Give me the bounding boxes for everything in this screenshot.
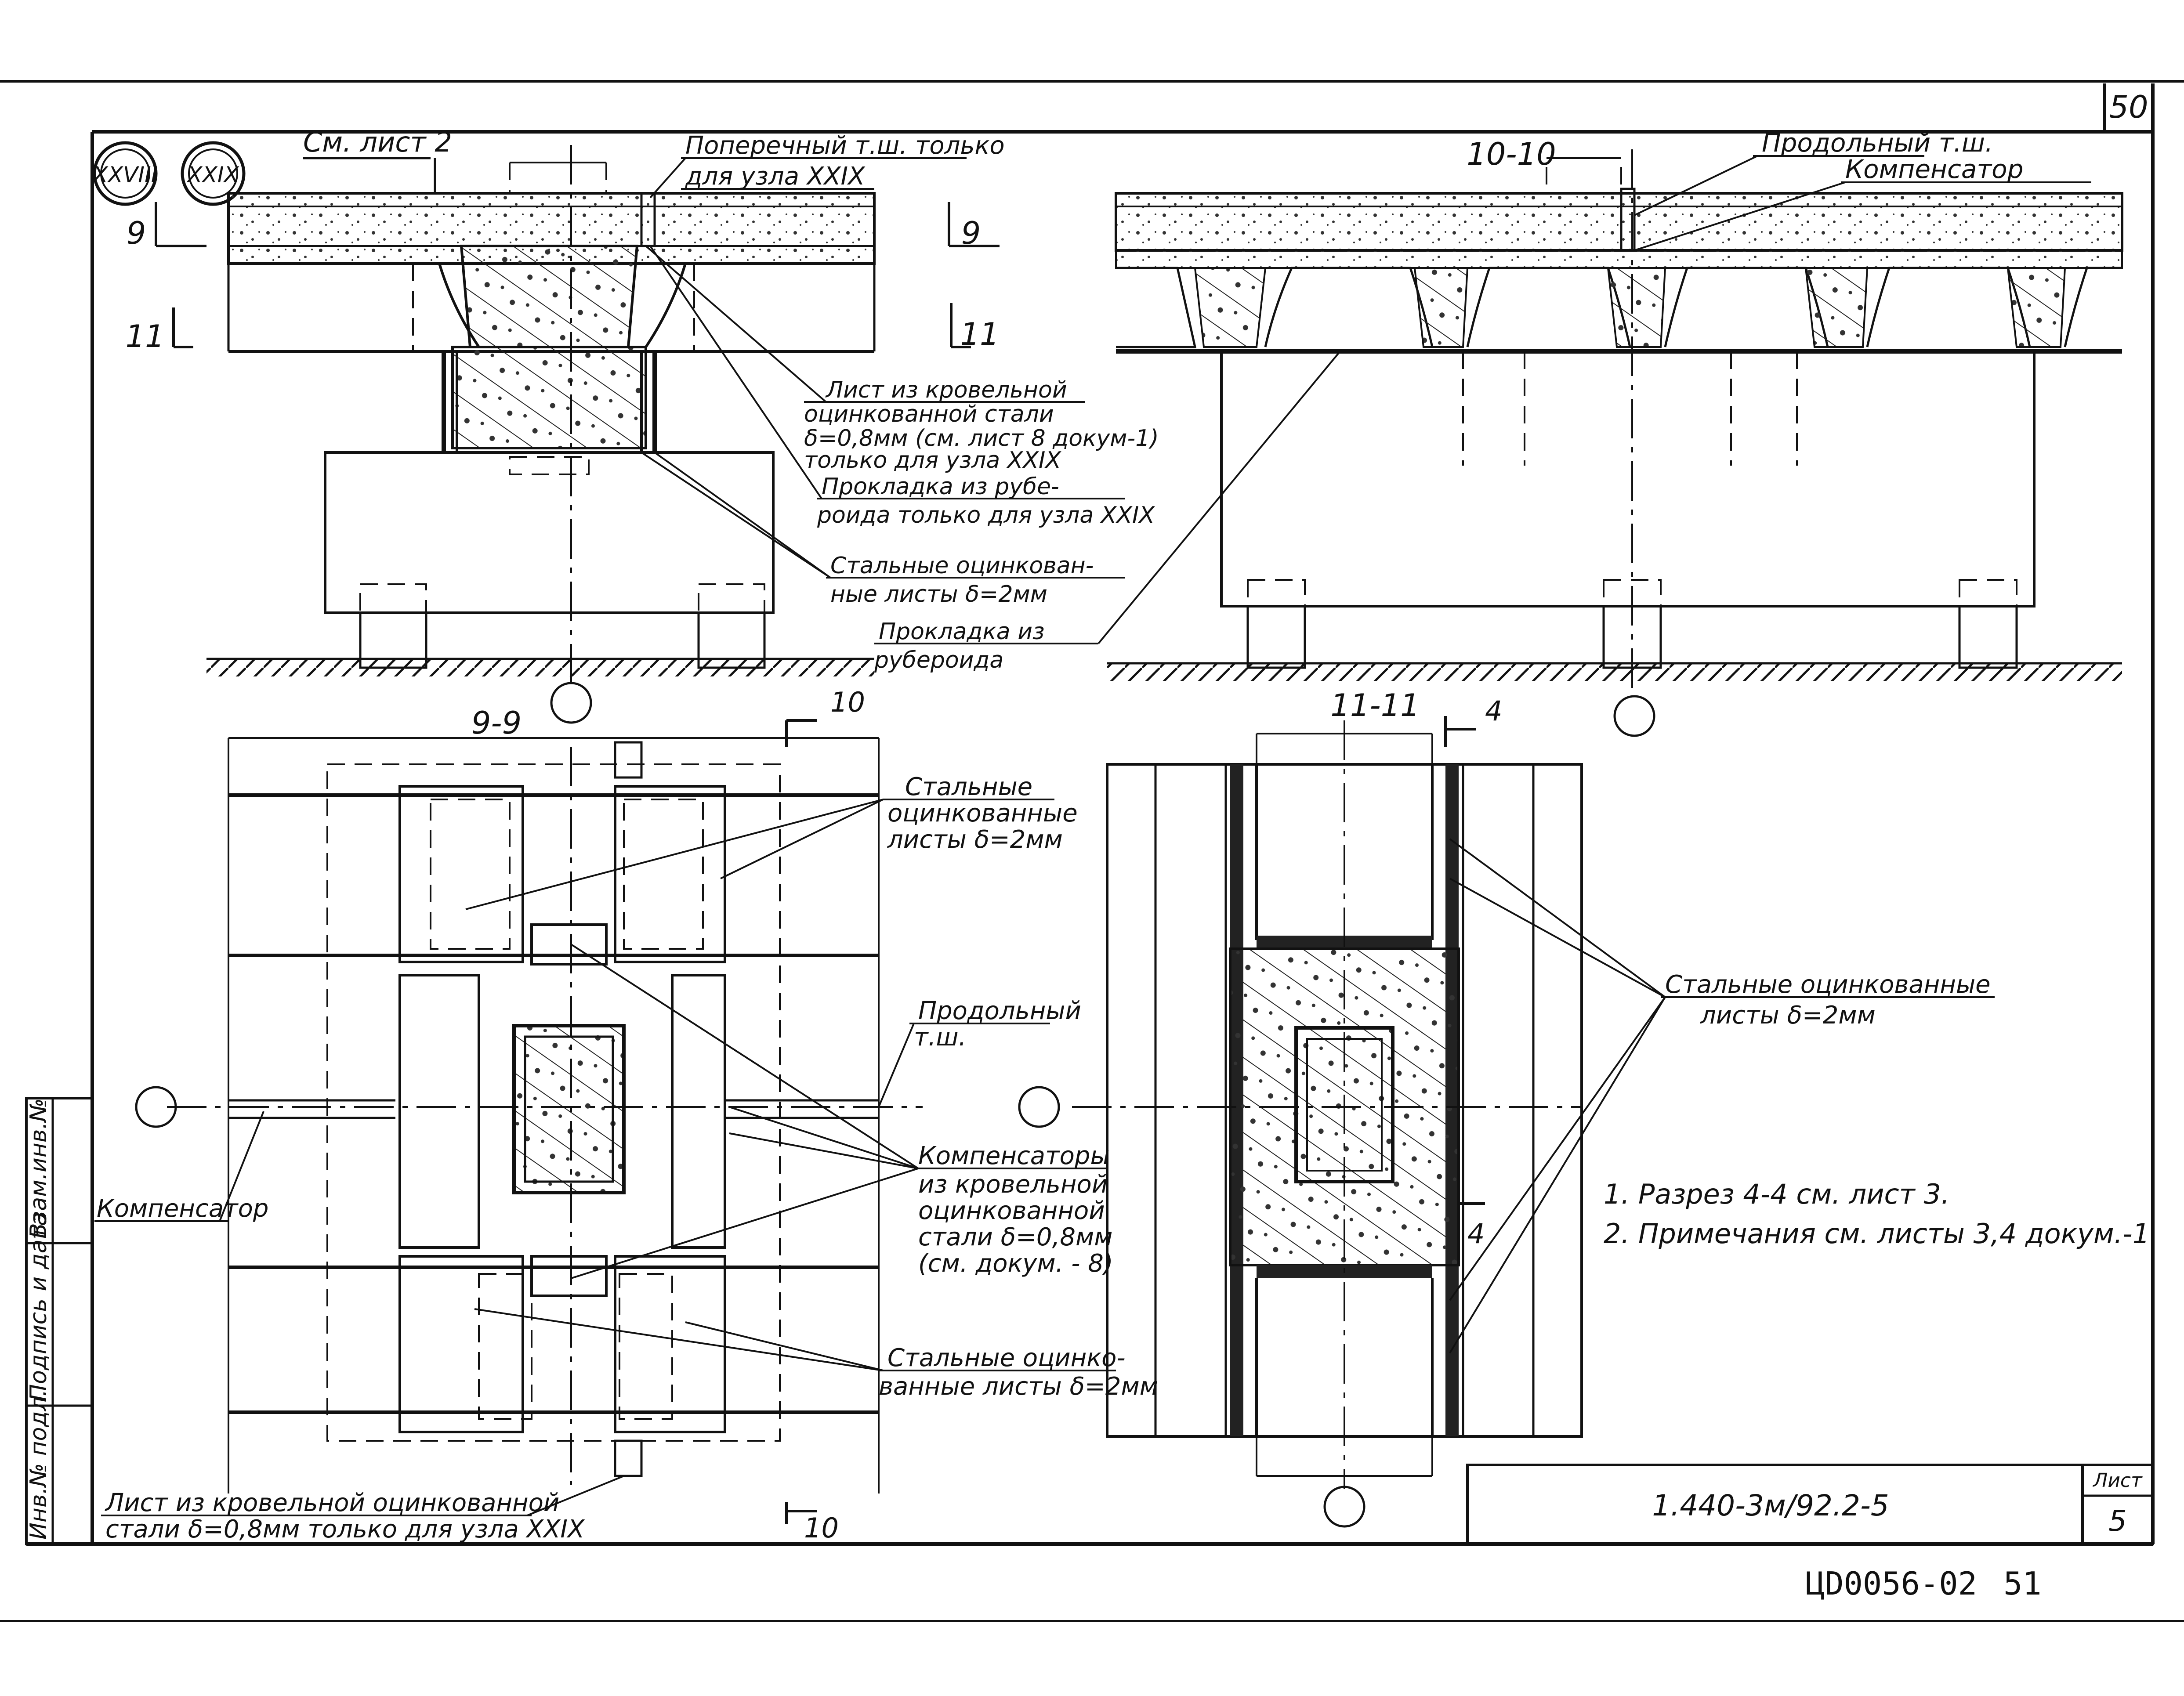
page-number: 50 [2109,89,2148,125]
label-roof-steel-1: Лист из кровельной [825,377,1067,403]
label-comp-1: Компенсаторы [918,1142,1110,1170]
doc-code: 1.440-3м/92.2-5 [1652,1489,1889,1522]
label-steel-b3: листы δ=2мм [887,825,1063,854]
label-bottom-note-2: стали δ=0,8мм только для узла XXIX [105,1515,585,1544]
label-steel-sheets-a1: Стальные оцинкован- [830,553,1094,579]
label-steel-b2: оцинкованные [887,799,1078,828]
label-comp-5: (см. докум. - 8) [918,1249,1113,1278]
plan-9-9: 9-9 [94,686,1158,1544]
label-comp-3: оцинкованной [918,1197,1105,1225]
section-mark-9-left: 9 [127,215,146,251]
section-mark-10-top: 10 [830,686,865,718]
label-bottom-note-1: Лист из кровельной оцинкованной [105,1489,559,1517]
label-long-joint: Продольный т.ш. [1762,128,1993,158]
label-comp-2: из кровельной [918,1170,1108,1199]
section-mark-11-left: 11 [125,318,164,354]
stamp-signature-date: Подпись и дата [25,1212,52,1401]
section-mark-11-right: 11 [960,316,999,352]
section-11-11: 11-11 4 4 Стальны [1018,687,1995,1528]
label-steel-d1: Стальные оцинкованные [1665,970,1991,999]
node-xxix-label: XXIX [186,162,239,188]
label-comp-4: стали δ=0,8мм [918,1223,1112,1251]
label-transverse-joint: Поперечный т.ш. только [685,131,1005,160]
label-long-joint-b2: т.ш. [914,1023,966,1052]
stamp-replace-inv: Взам.инв.№ [25,1098,52,1239]
label-roof-steel-4: только для узла XXIX [804,447,1061,474]
label-steel-c2: ванные листы δ=2мм [879,1372,1158,1401]
section-mark-9-right: 9 [961,215,981,251]
label-transverse-joint-2: для узла XXIX [685,162,866,191]
notes: 1. Разрез 4-4 см. лист 3. 2. Примечания … [1604,1178,2150,1250]
label-ruberoid-pad-2: роида только для узла XXIX [817,502,1155,528]
node-xxviii-label: XXVIII [92,162,158,188]
title-block: 1.440-3м/92.2-5 Лист 5 [1466,1464,2154,1545]
sheet-frame [0,80,2184,1622]
label-steel-c1: Стальные оцинко- [887,1344,1126,1372]
note-2: 2. Примечания см. листы 3,4 докум.-1 [1604,1218,2150,1250]
section-mark-10-bottom: 10 [804,1512,839,1544]
section-title-11-11: 11-11 [1330,687,1420,723]
label-compensator: Компенсатор [1845,154,2023,184]
section-10-10: 10-10 [1107,128,2123,737]
ribbed-slab [1116,267,2122,348]
section-top-left: XXVIII XXIX [92,126,1341,724]
label-ruberoid-2: рубероида [874,647,1003,673]
stamp-inv-no: Инв.№ подл. [25,1389,52,1540]
side-stamp: Инв.№ подл. Подпись и дата Взам.инв.№ [25,1097,94,1545]
label-roof-steel-3: δ=0,8мм (см. лист 8 докум-1) [804,425,1159,452]
note-1: 1. Разрез 4-4 см. лист 3. [1604,1178,1950,1210]
sheet-label: Лист [2092,1469,2143,1492]
sheet-number: 5 [2108,1504,2127,1538]
label-steel-d2: листы δ=2мм [1700,1001,1876,1030]
archive-page: 51 [2003,1565,2042,1602]
section-mark-4-bottom: 4 [1467,1218,1485,1250]
section-title-10-10: 10-10 [1467,136,1556,172]
label-ruberoid-pad-1: Прокладка из рубе- [822,474,1059,500]
label-roof-steel-2: оцинкованной стали [804,401,1054,427]
section-mark-4-top: 4 [1485,695,1502,727]
label-long-joint-b1: Продольный [918,997,1081,1025]
label-ruberoid-1: Прокладка из [879,618,1045,645]
label-steel-sheets-a2: ные листы δ=2мм [830,581,1047,608]
label-compensator-left: Компенсатор [97,1194,268,1223]
label-see-sheet-2: См. лист 2 [303,126,452,158]
section-title-9-9: 9-9 [471,705,522,741]
label-steel-b1: Стальные [905,773,1032,801]
archive-code: ЦD0056-02 [1806,1565,1977,1602]
